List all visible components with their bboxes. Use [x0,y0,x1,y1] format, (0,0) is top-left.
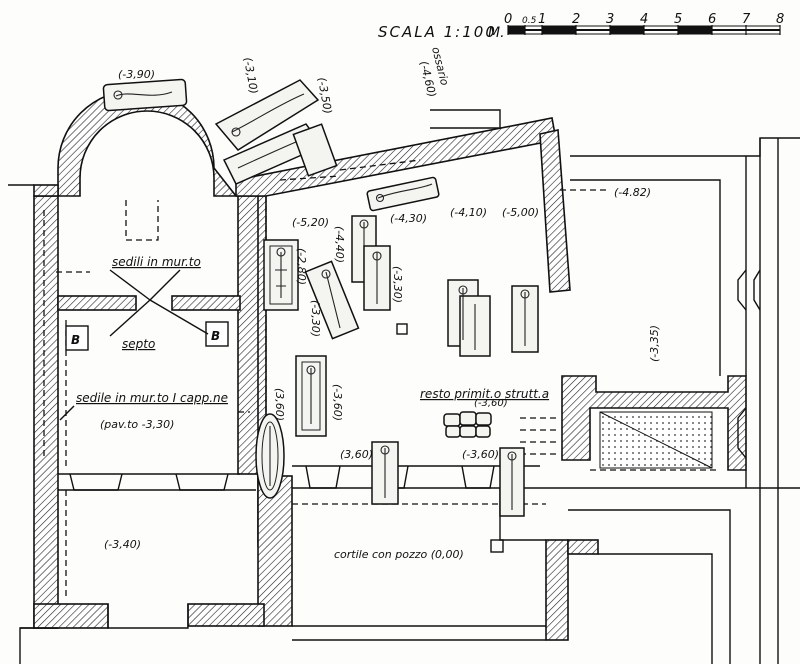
graves [102,78,539,517]
grave-stone-lined [214,79,338,185]
scale-tick-label: 2 [572,12,580,27]
scale-tick-label: 6 [708,12,716,27]
elev-360b: (3,60) [273,388,286,421]
grave-north [366,176,440,212]
bench-chapel-label: sedile in mur.to I capp.ne [76,391,228,405]
scale-tick-label: 3 [606,12,614,27]
scale-tick-label: 8 [776,12,784,27]
elev-410: (-4,10) [450,206,487,219]
walls [33,89,747,641]
grave-360d [499,447,525,517]
marker-b-left [65,325,89,351]
labels: (-3,90) (-3,10) (-3,50) ossario (-4,60) … [59,46,661,561]
scale-tick-label: 0 [504,12,512,27]
grave-360c [371,441,399,505]
septum-label: septo [122,337,155,351]
elev-430: (-4,30) [390,212,427,225]
benches-label: sedili in mur.to [112,255,201,269]
scale-tick-label: 1 [538,12,546,27]
elev-330a: (-3,30) [309,300,322,337]
grave-oval [255,413,285,499]
marker-b-right [205,321,229,347]
elev-520: (-5,20) [292,216,329,229]
elev-440: (-4,40) [333,226,346,263]
grave-360a [295,355,327,437]
scale-tick-label: 4 [640,12,648,27]
floor-level-label: (pav.to -3,30) [100,418,174,431]
scale-tick-label: 5 [674,12,682,27]
septum-pointers [109,269,209,337]
grave-center-right-b [511,285,539,353]
scale-tick-label: 7 [742,12,751,27]
scale-title: SCALA 1:100 [378,23,497,41]
elev-360a: (-3,60) [331,384,344,421]
grave-center-right-a [447,279,491,357]
elev-500: (-5,00) [502,206,539,219]
elev-330b: (-3,30) [391,266,404,303]
outlines [8,109,800,664]
elev-360d: (-3,60) [462,448,499,461]
svg-text:B: B [71,333,80,347]
svg-text:B: B [211,329,220,343]
elev-335: (-3,35) [648,325,661,362]
scale-tick-label: 0.5 [522,16,537,26]
elev-tomb-outside: (-3,90) [118,68,155,81]
grave-outside [102,78,188,112]
elev-280: (-2,80) [295,248,308,285]
primitive-structure-stones [443,411,492,438]
grave-280 [263,239,299,311]
scale-unit: M. [488,25,505,41]
elev-360e: (-3,60) [474,398,508,409]
elev-482: (-4.82) [614,186,651,199]
courtyard-label: cortile con pozzo (0,00) [334,548,464,561]
elev-tomb-a: (-3,10) [241,56,260,95]
elev-360c: (3,60) [340,448,373,461]
dashed-lines [43,159,720,600]
remains-label: resto primit.o strutt.a [420,387,549,401]
grave-330b [363,245,391,311]
elev-tomb-b: (-3,50) [315,76,334,115]
small-features: B B [65,321,504,553]
grave-330a [304,260,360,340]
elev-340: (-3,40) [104,538,141,551]
staircase [520,411,713,469]
